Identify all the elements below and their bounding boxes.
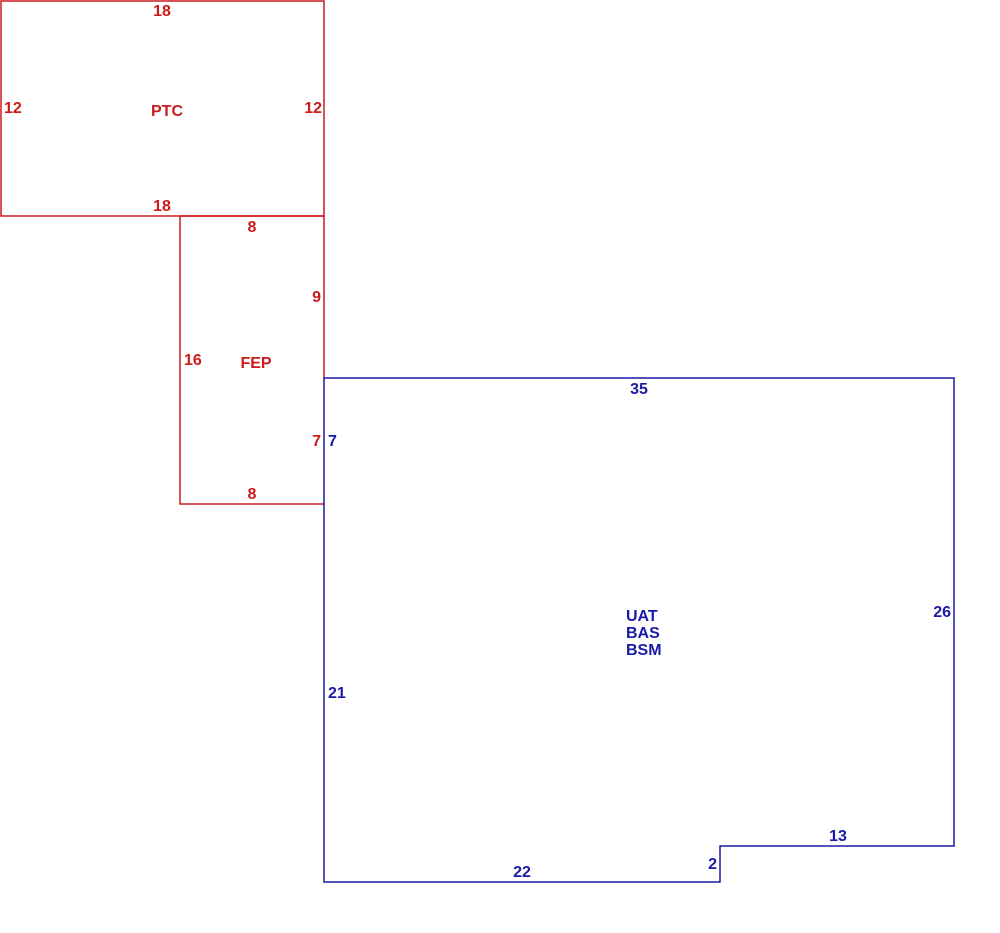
fep-bottom-dimension: 8 [248, 486, 257, 503]
fep-area-code: FEP [240, 355, 271, 372]
main-area-code-2: BAS [626, 625, 660, 642]
fep-right-upper-dimension: 9 [312, 289, 321, 306]
main-left-upper-dimension: 7 [328, 433, 337, 450]
main-top-dimension: 35 [630, 381, 648, 398]
main-step-dimension: 2 [708, 856, 717, 873]
fep-left-dimension: 16 [184, 352, 202, 369]
fep-top-dimension: 8 [248, 219, 257, 236]
fep-right-lower-dimension: 7 [312, 433, 321, 450]
main-left-dimension: 21 [328, 685, 346, 702]
main-area-code-3: BSM [626, 642, 662, 659]
ptc-right-dimension: 12 [304, 100, 322, 117]
fep-area-outline [179, 215, 324, 505]
ptc-bottom-dimension: 18 [153, 198, 171, 215]
main-bottom-right-dimension: 13 [829, 828, 847, 845]
main-area-outline [323, 377, 955, 883]
ptc-top-dimension: 18 [153, 3, 171, 20]
main-area-code-1: UAT [626, 608, 658, 625]
main-right-dimension: 26 [933, 604, 951, 621]
main-bottom-left-dimension: 22 [513, 864, 531, 881]
ptc-area-outline [0, 0, 325, 217]
ptc-area-code: PTC [151, 103, 183, 120]
ptc-left-dimension: 12 [4, 100, 22, 117]
